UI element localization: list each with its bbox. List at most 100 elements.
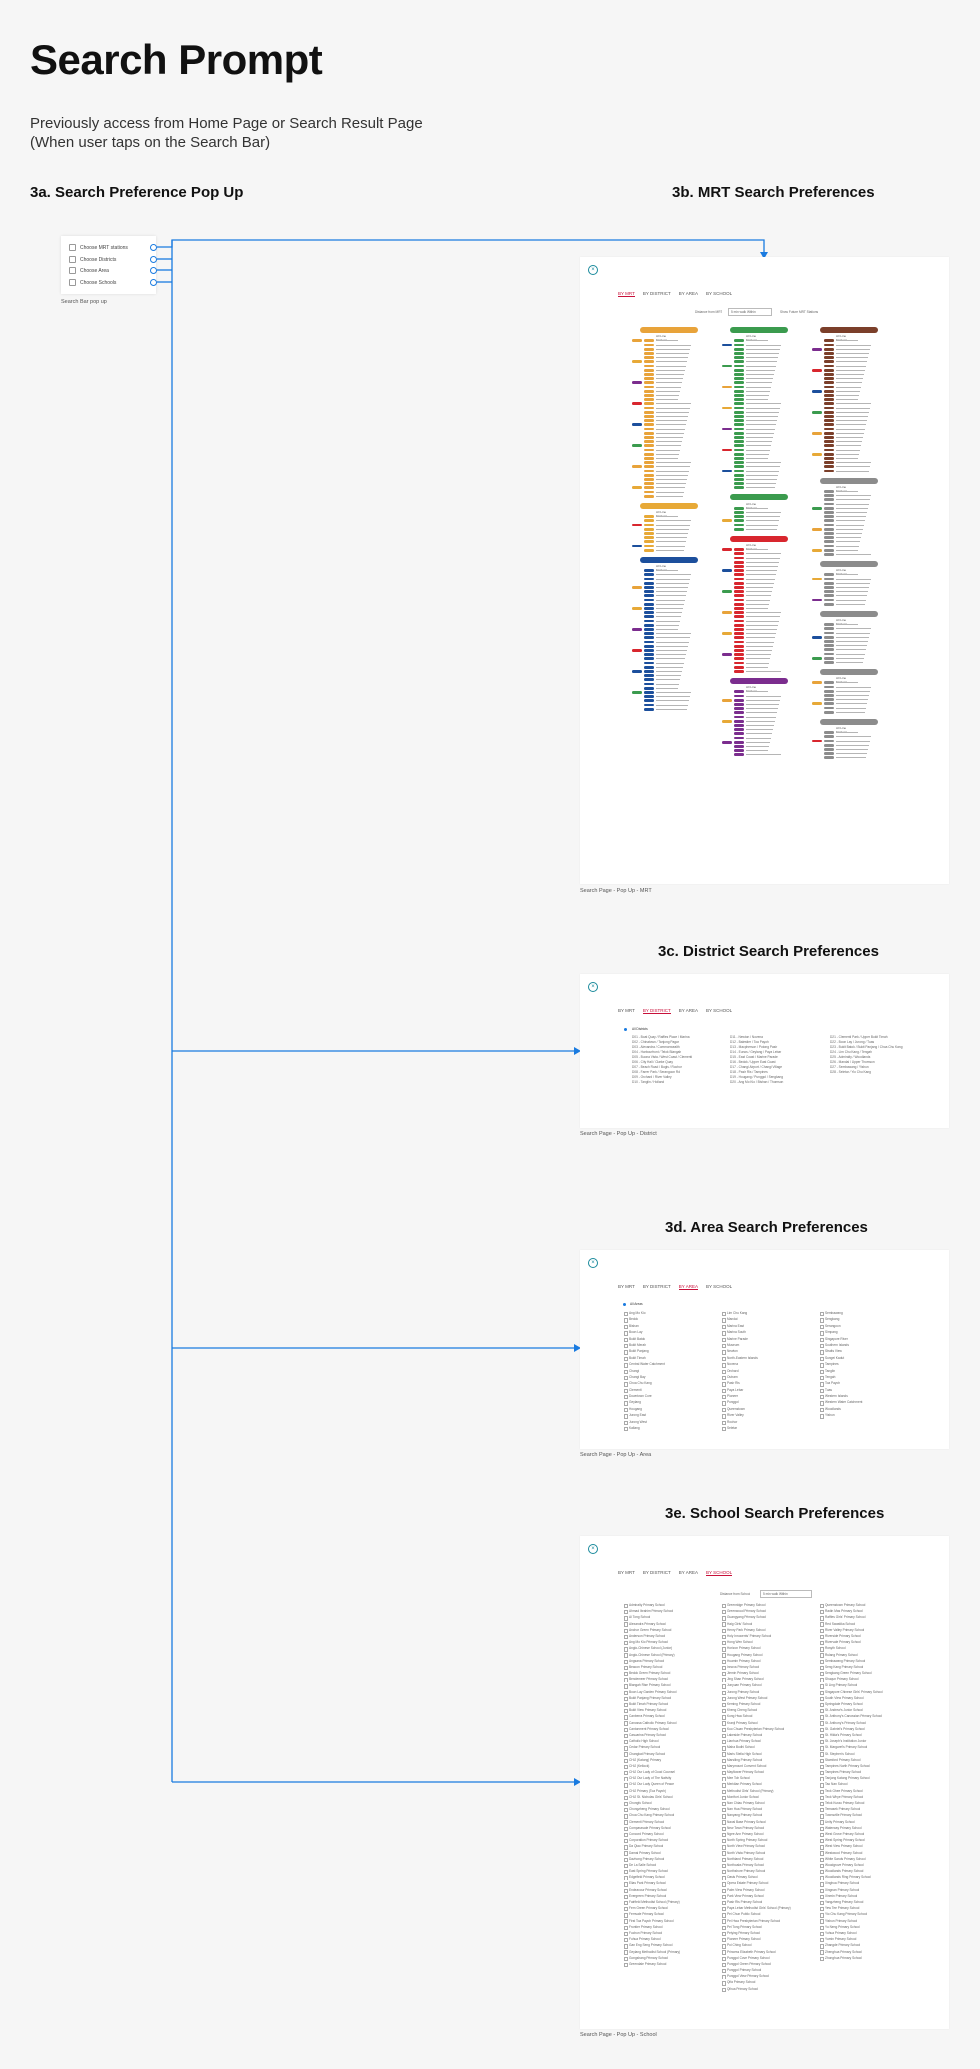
list-item[interactable]: Jurong Primary School [722, 1689, 817, 1695]
list-item[interactable]: Canossa Catholic Primary School [624, 1720, 719, 1726]
list-item[interactable]: Yew Tee Primary School [820, 1905, 920, 1912]
list-item[interactable]: North Spring Primary School [722, 1837, 817, 1844]
list-item[interactable]: Fernvale Primary School [624, 1911, 719, 1918]
list-item[interactable]: Endeavour Primary School [624, 1887, 719, 1893]
list-item[interactable]: D10 - Tanglin / Holland [632, 1080, 727, 1085]
mrt-line-header[interactable] [640, 327, 698, 333]
tab-by-district[interactable]: BY DISTRICT [642, 1570, 671, 1575]
list-item[interactable]: Jurong West [624, 1419, 719, 1426]
list-item[interactable]: D19 - Hougang / Punggol / Sengkang [730, 1075, 828, 1080]
list-item[interactable]: Casuarina Primary School [624, 1732, 719, 1739]
list-item[interactable]: Radin Mas Primary School [820, 1608, 920, 1615]
list-item[interactable]: Da Qiao Primary School [624, 1843, 719, 1850]
list-item[interactable]: Orchard [722, 1368, 817, 1374]
list-item[interactable]: D09 - Orchard / River Valley [632, 1075, 727, 1080]
list-item[interactable]: Tanglin [820, 1368, 915, 1374]
list-item[interactable]: CHIJ (Kellock) [624, 1763, 719, 1770]
list-item[interactable]: Simpang [820, 1329, 915, 1336]
list-item[interactable]: Canberra Primary School [624, 1713, 719, 1720]
list-item[interactable]: Keming Primary School [722, 1701, 817, 1708]
school-distance-select[interactable]: 5 min walk Within [760, 1590, 812, 1598]
list-item[interactable]: First Toa Payoh Primary School [624, 1918, 719, 1924]
tab-by-school[interactable]: BY SCHOOL [705, 291, 733, 296]
list-item[interactable]: Toa Payoh [820, 1380, 915, 1387]
list-item[interactable]: North-Eastern Islands [722, 1355, 817, 1362]
list-item[interactable]: Fern Green Primary School [624, 1905, 719, 1912]
list-item[interactable]: Bishan [624, 1323, 719, 1330]
list-item[interactable]: D05 - Buona Vista / West Coast / Clement… [632, 1055, 727, 1060]
list-item[interactable]: Chua Chu Kang Primary School [624, 1812, 719, 1819]
list-item[interactable]: Jing Shan Primary School [722, 1676, 817, 1683]
list-item[interactable]: Poi Ching School [722, 1942, 817, 1949]
list-item[interactable]: CHIJ Primary (Toa Payoh) [624, 1788, 719, 1794]
list-item[interactable]: Stamford Primary School [820, 1757, 920, 1763]
list-item[interactable]: Elias Park Primary School [624, 1880, 719, 1887]
list-item[interactable]: Geylang Methodist School (Primary) [624, 1949, 719, 1955]
list-item[interactable]: St. Andrew's Junior School [820, 1707, 920, 1714]
list-item[interactable]: Lim Chu Kang [722, 1310, 817, 1317]
list-item[interactable]: D08 - Farrer Park / Serangoon Rd [632, 1070, 727, 1075]
list-item[interactable]: Tanjong Katong Primary School [820, 1775, 920, 1782]
list-item[interactable]: Bedok Green Primary School [624, 1670, 719, 1677]
list-item[interactable]: Cedar Primary School [624, 1744, 719, 1751]
list-item[interactable]: Museum [722, 1342, 817, 1349]
list-item[interactable]: Huamin Primary School [722, 1658, 817, 1664]
list-item[interactable]: Xingnan Primary School [820, 1887, 920, 1893]
list-item[interactable]: Punggol Cove Primary School [722, 1955, 817, 1961]
list-item[interactable]: D21 - Clementi Park / Upper Bukit Timah [830, 1035, 942, 1040]
list-item[interactable]: Oasis Primary School [722, 1874, 817, 1881]
list-item[interactable]: D22 - Boon Lay / Jurong / Tuas [830, 1040, 942, 1045]
list-item[interactable]: D03 - Alexandra / Commonwealth [632, 1045, 727, 1050]
list-item[interactable]: St. Joseph's Institution Junior [820, 1738, 920, 1745]
list-item[interactable]: Choa Chu Kang [624, 1380, 719, 1387]
list-item[interactable]: Central Water Catchment [624, 1361, 719, 1368]
list-item[interactable]: Northoaks Primary School [722, 1862, 817, 1869]
list-item[interactable]: Innova Primary School [722, 1664, 817, 1671]
mrt-line-header[interactable] [820, 610, 878, 617]
list-item[interactable]: Queenstown [722, 1406, 817, 1413]
list-item[interactable]: Temasek Primary School [820, 1806, 920, 1813]
list-item[interactable]: Xinghua Primary School [820, 1880, 920, 1887]
list-item[interactable]: Tengah [820, 1374, 915, 1381]
list-item[interactable]: Waterway Primary School [820, 1825, 920, 1831]
list-item[interactable]: Greendale Primary School [624, 1961, 719, 1968]
list-item[interactable]: Singapore River [820, 1336, 915, 1342]
list-item[interactable]: Xinmin Primary School [820, 1893, 920, 1899]
list-item[interactable]: New Town Primary School [722, 1825, 817, 1831]
list-item[interactable]: Telok Kurau Primary School [820, 1800, 920, 1807]
list-item[interactable]: St. Margaret's Primary School [820, 1744, 920, 1751]
list-item[interactable]: D02 - Chinatown / Tanjong Pagar [632, 1040, 727, 1045]
list-item[interactable]: Mandai [722, 1316, 817, 1323]
list-item[interactable]: Punggol View Primary School [722, 1973, 817, 1980]
list-item[interactable]: Si Ling Primary School [820, 1682, 920, 1689]
tab-by-school[interactable]: BY SCHOOL [705, 1008, 733, 1013]
list-item[interactable]: Holy Innocents' Primary School [722, 1633, 817, 1640]
list-item[interactable]: Peiying Primary School [722, 1930, 817, 1937]
list-item[interactable]: Seletar [722, 1425, 817, 1432]
list-item[interactable]: D13 - Macpherson / Potong Pasir [730, 1045, 828, 1050]
list-item[interactable]: Anderson Primary School [624, 1633, 719, 1640]
list-item[interactable]: Zhangde Primary School [820, 1942, 920, 1949]
list-item[interactable]: Rivervale Primary School [820, 1639, 920, 1646]
list-item[interactable]: Changi [624, 1368, 719, 1374]
list-item[interactable]: Red Swastika School [820, 1621, 920, 1627]
list-item[interactable]: Yu Neng Primary School [820, 1924, 920, 1930]
list-item[interactable]: Naval Base Primary School [722, 1819, 817, 1825]
list-item[interactable]: Punggol Primary School [722, 1967, 817, 1974]
list-item[interactable]: Bendemeer Primary School [624, 1676, 719, 1683]
list-item[interactable]: Downtown Core [624, 1393, 719, 1400]
list-item[interactable]: Changkat Primary School [624, 1751, 719, 1757]
list-item[interactable]: Western Islands [820, 1393, 915, 1400]
list-item[interactable]: Pei Chun Public School [722, 1911, 817, 1918]
list-item[interactable]: Tampines Primary School [820, 1769, 920, 1776]
list-item[interactable]: D28 - Seletar / Yio Chu Kang [830, 1070, 942, 1075]
list-item[interactable]: Woodlands Ring Primary School [820, 1874, 920, 1881]
list-item[interactable]: Shuqun Primary School [820, 1676, 920, 1683]
mrt-line-header[interactable] [640, 556, 698, 563]
list-item[interactable]: Sungei Kadut [820, 1355, 915, 1362]
list-item[interactable]: White Sands Primary School [820, 1856, 920, 1862]
list-item[interactable]: Concord Primary School [624, 1831, 719, 1838]
list-item[interactable]: Jiemin Primary School [722, 1670, 817, 1677]
list-item[interactable]: Meridian Primary School [722, 1781, 817, 1788]
list-item[interactable]: Teck Whye Primary School [820, 1794, 920, 1800]
